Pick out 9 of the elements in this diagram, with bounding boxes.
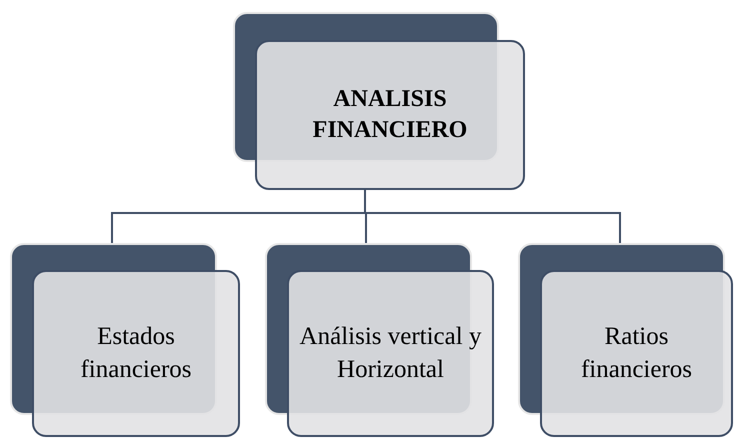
- stacked-card: [518, 243, 733, 437]
- node-text: Ratios financieros: [580, 322, 694, 384]
- node-text: ANALISIS FINANCIERO: [312, 84, 468, 145]
- stacked-card: [233, 12, 525, 190]
- stacked-card: [265, 243, 494, 437]
- stacked-card: [10, 243, 240, 437]
- node-text: Análisis vertical y Horizontal: [298, 322, 482, 384]
- node-text: Estados financieros: [79, 322, 193, 384]
- connector-line: [364, 190, 621, 243]
